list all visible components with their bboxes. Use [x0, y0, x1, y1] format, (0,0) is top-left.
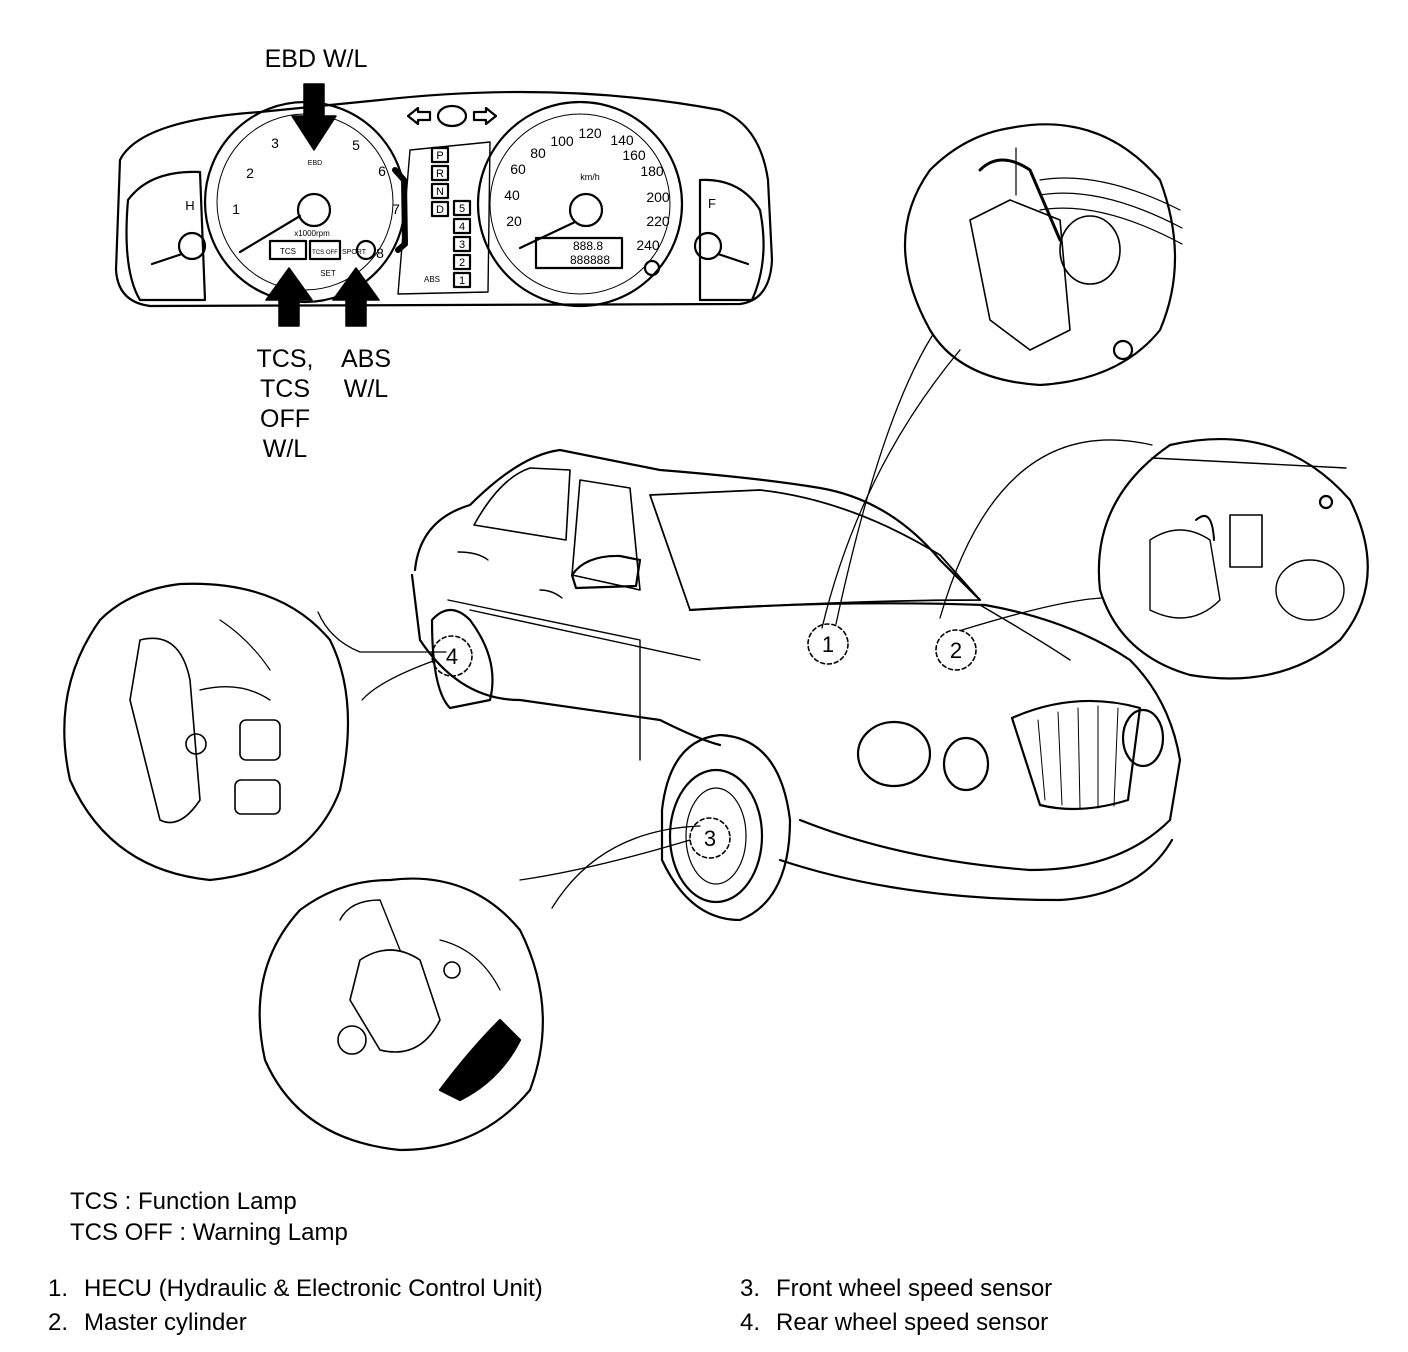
speedometer	[476, 100, 684, 308]
note-tcs: TCS : Function Lamp	[70, 1188, 297, 1215]
gear-r: R	[436, 168, 444, 180]
lamp-ebd: EBD	[308, 160, 322, 167]
speed-number-40: 40	[504, 187, 520, 203]
tach-number-5: 5	[352, 137, 360, 153]
speed-number-80: 80	[530, 145, 546, 161]
abs-arrow	[332, 267, 380, 327]
leader-lines	[317, 335, 1153, 909]
master-cylinder-detail-inset	[1097, 438, 1369, 680]
gear-5: 5	[459, 203, 465, 215]
legend-left: 1.HECU (Hydraulic & Electronic Control U…	[48, 1272, 688, 1340]
tach-unit: x1000rpm	[294, 229, 330, 238]
legend-item-4: 4.Rear wheel speed sensor	[740, 1309, 1049, 1336]
gear-d: D	[436, 204, 444, 216]
trip-display: 888.8	[573, 239, 603, 253]
lamp-tcs: TCS	[280, 247, 296, 256]
speed-number-180: 180	[640, 163, 664, 179]
gear-4: 4	[459, 221, 465, 233]
legend-item-3: 3.Front wheel speed sensor	[740, 1275, 1053, 1302]
car-illustration	[410, 448, 1182, 922]
legend-item-1: 1.HECU (Hydraulic & Electronic Control U…	[48, 1275, 543, 1302]
temp-mark: H	[185, 198, 194, 213]
speed-unit: km/h	[580, 172, 600, 182]
marker-4: 4	[446, 644, 458, 669]
tcs-label-line-3: OFF	[260, 405, 310, 433]
tcs-warning-label: TCS, TCS OFF W/L	[240, 344, 330, 464]
legend-right: 3.Front wheel speed sensor 4.Rear wheel …	[740, 1272, 1260, 1340]
note-tcs-off: TCS OFF : Warning Lamp	[70, 1219, 348, 1246]
marker-numbers: 1 2 3 4	[446, 632, 962, 851]
marker-1: 1	[822, 632, 834, 657]
tcs-label-line-4: W/L	[262, 435, 308, 463]
speed-number-20: 20	[506, 213, 522, 229]
rear-sensor-detail-inset	[63, 582, 350, 882]
lamp-notes: TCS : Function Lamp TCS OFF : Warning La…	[70, 1186, 570, 1248]
gear-2: 2	[459, 257, 465, 269]
part-markers	[431, 623, 977, 859]
lamp-sport: SPORT	[342, 249, 367, 256]
gear-n: N	[436, 186, 444, 198]
tach-number-3: 3	[271, 135, 279, 151]
speed-number-160: 160	[622, 147, 646, 163]
tach-number-4: 4	[306, 119, 314, 135]
callout-arrows	[265, 83, 380, 327]
gear-p: P	[436, 150, 443, 162]
tcs-arrow	[265, 267, 313, 327]
ebd-label-text: EBD W/L	[264, 45, 368, 73]
tach-number-6: 6	[378, 163, 386, 179]
front-sensor-detail-inset	[258, 877, 544, 1152]
tach-number-8: 8	[376, 245, 384, 261]
hecu-detail-inset	[903, 123, 1183, 387]
gear-3: 3	[459, 239, 465, 251]
abs-label-line-1: ABS	[340, 345, 392, 373]
cluster-text: 1 2 3 4 5 6 7 8 x1000rpm 20 40 60 80 100…	[185, 119, 716, 287]
speed-number-220: 220	[646, 213, 670, 229]
speed-number-240: 240	[636, 237, 660, 253]
odometer-display: 888888	[570, 253, 610, 267]
tach-number-2: 2	[246, 165, 254, 181]
abs-label-line-2: W/L	[343, 375, 389, 403]
marker-3: 3	[704, 826, 716, 851]
speed-number-200: 200	[646, 189, 670, 205]
ebd-arrow	[291, 83, 337, 151]
instrument-cluster	[114, 90, 774, 308]
speed-number-100: 100	[550, 133, 574, 149]
fuel-mark: F	[708, 196, 716, 211]
tcs-label-line-2: TCS	[260, 375, 310, 403]
tach-number-1: 1	[232, 201, 240, 217]
abs-warning-label: ABS W/L	[326, 344, 406, 404]
lamp-tcs-off: TCS OFF	[312, 250, 338, 256]
marker-2: 2	[950, 638, 962, 663]
ebd-warning-label: EBD W/L	[246, 44, 386, 74]
speed-number-60: 60	[510, 161, 526, 177]
gear-1: 1	[459, 275, 465, 287]
tcs-label-line-1: TCS,	[256, 345, 314, 373]
speed-number-140: 140	[610, 132, 634, 148]
tach-number-7: 7	[392, 201, 400, 217]
legend-item-2: 2.Master cylinder	[48, 1309, 247, 1336]
speed-number-120: 120	[578, 125, 602, 141]
lamp-abs: ABS	[424, 275, 440, 284]
lamp-set: SET	[320, 269, 336, 278]
